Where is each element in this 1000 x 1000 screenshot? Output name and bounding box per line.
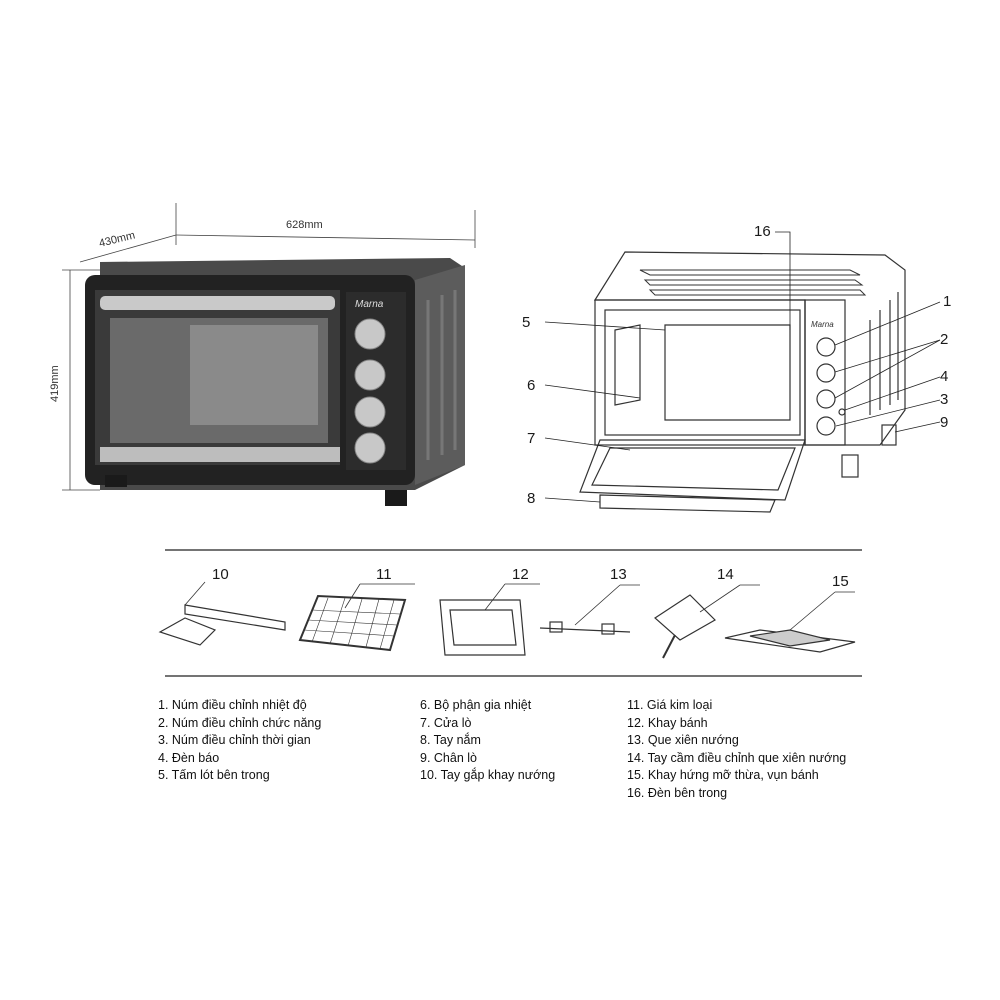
legend-item: 11. Giá kim loại — [627, 698, 713, 712]
callout-6: 6 — [527, 377, 535, 394]
legend-column-3: 11. Giá kim loại 12. Khay bánh 13. Que x… — [627, 697, 846, 803]
dimension-lines — [62, 203, 476, 491]
legend-item: 16. Đèn bên trong — [627, 785, 728, 800]
oven-open-line-drawing — [579, 251, 906, 513]
legend-item: 7. Cửa lò — [420, 715, 472, 730]
callout-15: 15 — [832, 573, 849, 590]
legend-item: 3. Núm điều chỉnh thời gian — [158, 733, 311, 748]
legend-item: 6. Bộ phận gia nhiệt — [420, 698, 532, 712]
accessory-spit-handle — [654, 584, 760, 659]
height-dimension: 419mm — [49, 365, 61, 402]
legend-item: 13. Que xiên nướng — [627, 733, 739, 748]
oven-front-photo — [85, 258, 465, 506]
callout-7: 7 — [527, 430, 535, 447]
brand-logo: Marna — [355, 299, 384, 310]
accessory-wire-rack — [298, 583, 415, 652]
callout-16: 16 — [754, 223, 771, 240]
legend-item: 1. Núm điều chỉnh nhiệt độ — [158, 698, 307, 712]
callout-9: 9 — [940, 414, 948, 431]
legend-column-2: 6. Bộ phận gia nhiệt 7. Cửa lò 8. Tay nắ… — [420, 697, 555, 785]
legend-item: 2. Núm điều chỉnh chức năng — [158, 715, 322, 730]
accessory-tray-lifter — [158, 581, 286, 646]
callout-12: 12 — [512, 566, 529, 583]
callout-13: 13 — [610, 566, 627, 583]
depth-dimension: 430mm — [98, 229, 137, 250]
callout-8: 8 — [527, 490, 535, 507]
callout-14: 14 — [717, 566, 734, 583]
legend-item: 9. Chân lò — [420, 750, 477, 765]
callout-2: 2 — [940, 331, 948, 348]
callout-leaders — [544, 231, 941, 503]
legend-item: 5. Tấm lót bên trong — [158, 768, 270, 783]
accessory-crumb-tray — [724, 591, 856, 653]
accessory-rotisserie-spit — [539, 584, 640, 635]
width-dimension: 628mm — [286, 219, 323, 231]
legend-item: 4. Đèn báo — [158, 750, 220, 765]
legend-item: 10. Tay gắp khay nướng — [420, 768, 556, 783]
legend-column-1: 1. Núm điều chỉnh nhiệt độ 2. Núm điều c… — [158, 697, 321, 785]
legend-item: 8. Tay nắm — [420, 733, 481, 748]
callout-3: 3 — [940, 391, 948, 408]
accessory-baking-tray — [439, 583, 540, 656]
legend-item: 12. Khay bánh — [627, 715, 708, 730]
callout-10: 10 — [212, 566, 229, 583]
callout-4: 4 — [940, 368, 948, 385]
callout-5: 5 — [522, 314, 530, 331]
legend-item: 15. Khay hứng mỡ thừa, vụn bánh — [627, 768, 819, 783]
callout-11: 11 — [376, 566, 392, 583]
brand-logo-drawing: Marna — [811, 320, 834, 329]
legend-item: 14. Tay cầm điều chỉnh que xiên nướng — [627, 750, 847, 765]
callout-1: 1 — [943, 293, 951, 310]
